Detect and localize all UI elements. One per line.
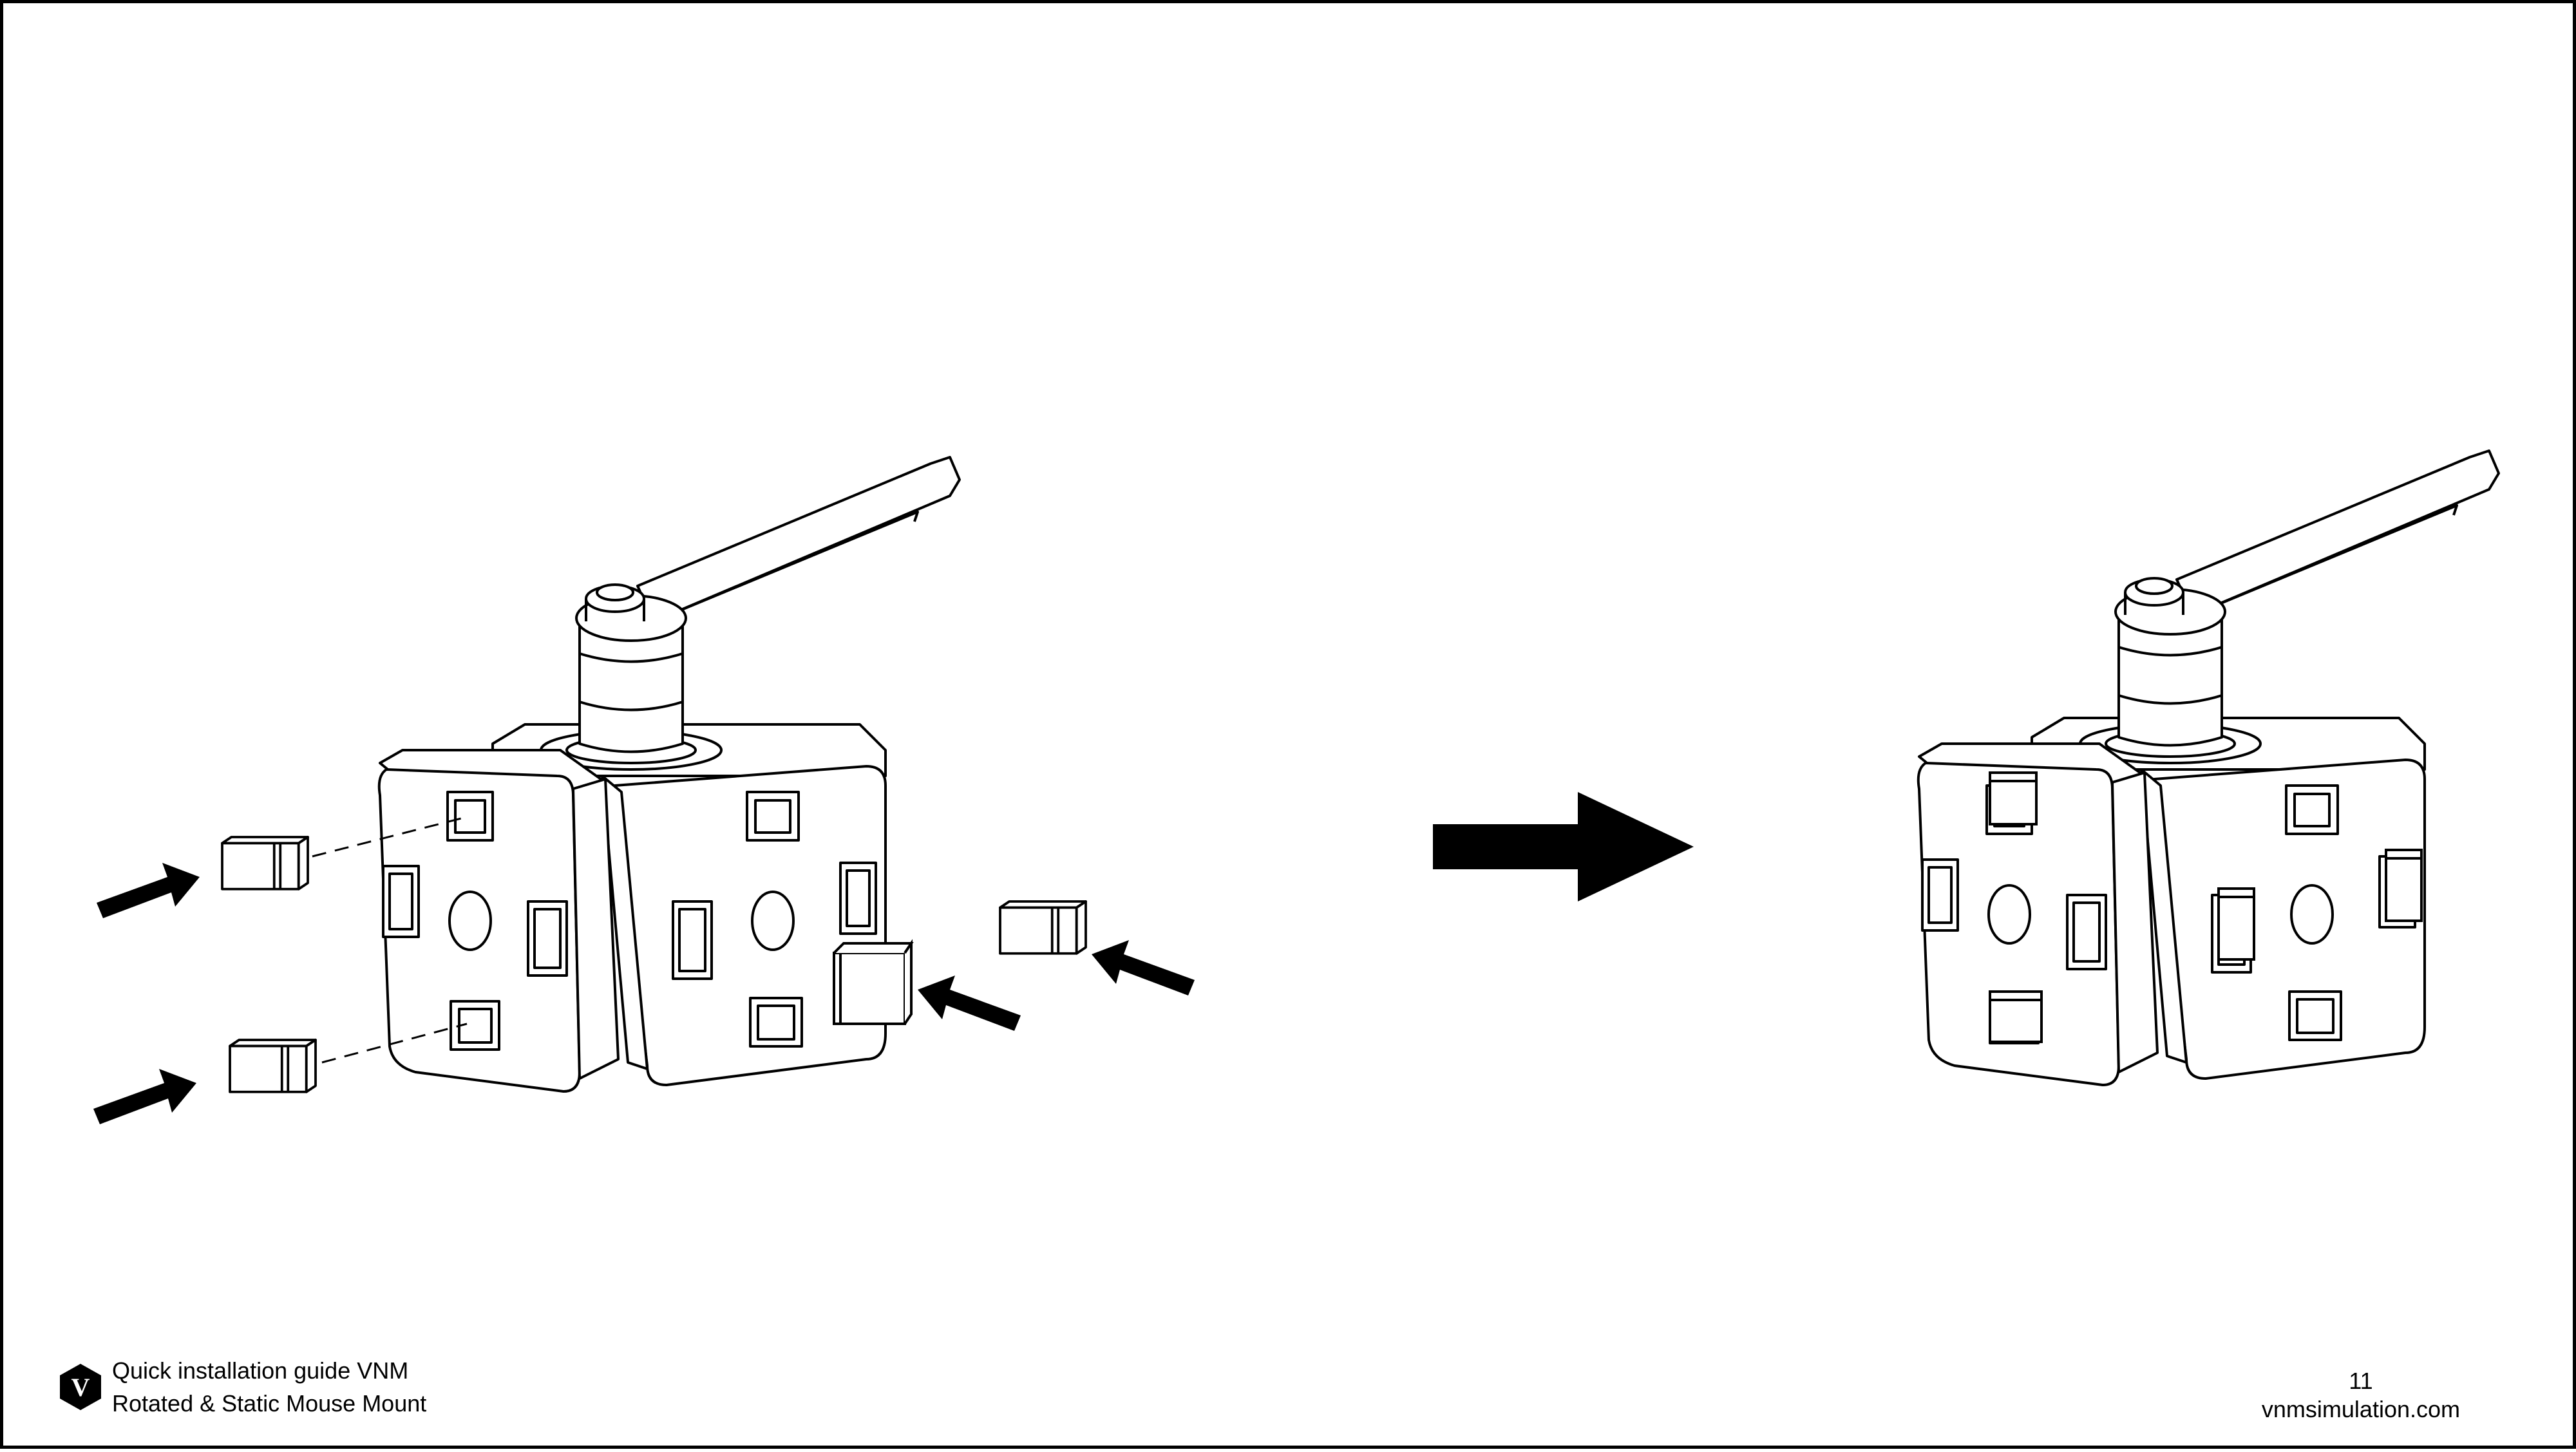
assembled-view bbox=[1917, 449, 2500, 1086]
footer-page-info: 11 vnmsimulation.com bbox=[2262, 1367, 2460, 1424]
insert-nut-side bbox=[833, 939, 914, 1025]
vnm-hexagon-logo: V bbox=[60, 1364, 101, 1410]
website-url: vnmsimulation.com bbox=[2261, 1396, 2460, 1422]
insert-nut-upper-left bbox=[221, 836, 309, 891]
product-name: Rotated & Static Mouse Mount bbox=[112, 1390, 427, 1417]
insert-arrow-icon bbox=[1092, 940, 1195, 995]
logo-letter: V bbox=[71, 1373, 90, 1402]
page-number: 11 bbox=[2349, 1368, 2373, 1394]
installation-illustration bbox=[93, 449, 2500, 1124]
insert-arrow-icon bbox=[97, 863, 200, 918]
guide-title: Quick installation guide VNM bbox=[112, 1357, 409, 1384]
insert-nut-right bbox=[999, 900, 1087, 955]
insert-nut-lower-left bbox=[229, 1039, 317, 1093]
insert-arrow-icon bbox=[93, 1069, 196, 1124]
exploded-view bbox=[93, 456, 1195, 1124]
right-arrow-icon bbox=[1433, 792, 1694, 901]
insert-arrow-icon bbox=[918, 976, 1021, 1031]
footer-document-info: V Quick installation guide VNM Rotated &… bbox=[58, 1354, 426, 1420]
